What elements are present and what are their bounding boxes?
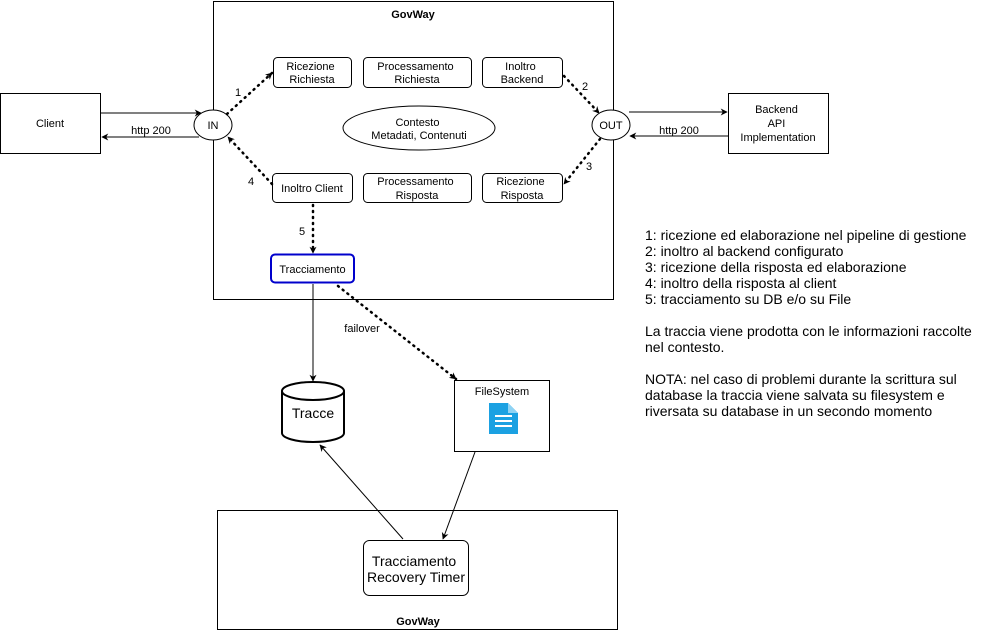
tracciamento-label: Tracciamento	[279, 264, 345, 276]
govway-top-title: GovWay	[391, 9, 435, 21]
ricezione-risposta-label: Ricezione Risposta	[496, 176, 547, 202]
legend-step: 5: tracciamento su DB e/o su File	[645, 291, 852, 307]
arrow-step-4	[226, 135, 274, 186]
ricezione-risposta-line: Ricezione	[496, 176, 544, 188]
processamento-richiesta-line: Richiesta	[394, 74, 440, 86]
recovery-timer-line: Tracciamento	[372, 553, 457, 569]
backend-label-line: API	[768, 118, 786, 130]
recovery-timer-label: Tracciamento Recovery Timer	[367, 553, 465, 585]
backend-label-line: Implementation	[740, 132, 815, 144]
client-box	[0, 93, 101, 154]
recovery-timer-box	[363, 540, 469, 596]
inoltro-client-box	[272, 173, 353, 203]
processamento-richiesta-box	[363, 57, 472, 88]
in-node	[193, 109, 233, 141]
step-1-label: 1	[235, 87, 241, 99]
in-node-label: IN	[208, 120, 219, 132]
processamento-risposta-line: Risposta	[396, 190, 440, 202]
filesystem-label: FileSystem	[475, 386, 529, 398]
contesto-ellipse	[342, 105, 496, 151]
note-failover-line: database la traccia viene salvata su fil…	[645, 387, 945, 403]
arrow-step-1	[225, 71, 274, 116]
processamento-risposta-box	[363, 173, 472, 203]
govway-top-container	[213, 1, 614, 300]
processamento-risposta-line: Processamento	[377, 176, 453, 188]
database-icon	[281, 381, 345, 443]
contesto-line: Contesto	[395, 117, 439, 129]
arrow-failover	[336, 284, 458, 381]
backend-label-line: Backend	[755, 104, 798, 116]
legend-step: 2: inoltro al backend configurato	[645, 243, 844, 259]
recovery-timer-line: Recovery Timer	[367, 569, 465, 585]
step-4-label: 4	[248, 176, 254, 188]
inoltro-backend-label: Inoltro Backend	[501, 61, 544, 86]
arrow-recovery-to-tracce	[319, 444, 404, 540]
processamento-risposta-label: Processamento Risposta	[377, 176, 457, 202]
inoltro-backend-line: Backend	[501, 74, 544, 86]
inoltro-backend-box	[482, 57, 563, 88]
legend-step: 4: inoltro della risposta al client	[645, 275, 837, 291]
inoltro-backend-line: Inoltro	[505, 61, 536, 73]
out-node-label: OUT	[599, 120, 623, 132]
processamento-richiesta-line: Processamento	[377, 61, 453, 73]
contesto-line: Metadati, Contenuti	[371, 130, 466, 142]
processamento-richiesta-label: Processamento Richiesta	[377, 61, 457, 86]
http-200-right: http 200	[659, 125, 699, 137]
note-context-line: nel contesto.	[645, 339, 725, 355]
backend-label: Backend API Implementation	[740, 104, 815, 144]
note-failover-line: riversata su database in un secondo mome…	[645, 403, 933, 419]
contesto-label: Contesto Metadati, Contenuti	[371, 117, 466, 142]
legend-step: 1: ricezione ed elaborazione nel pipelin…	[645, 227, 967, 243]
step-5-label: 5	[299, 226, 305, 238]
legend-step: 3: ricezione della risposta ed elaborazi…	[645, 259, 907, 275]
ricezione-richiesta-line: Ricezione	[286, 61, 334, 73]
note-failover-line: NOTA: nel caso di problemi durante la sc…	[645, 371, 957, 387]
ricezione-risposta-box	[482, 173, 563, 203]
http-200-left: http 200	[131, 125, 171, 137]
arrow-step-2	[562, 74, 601, 115]
tracce-label: Tracce	[292, 405, 334, 421]
arrow-step-3	[562, 137, 602, 186]
ricezione-richiesta-box	[273, 57, 352, 88]
client-label: Client	[36, 118, 64, 130]
note-context-line: La traccia viene prodotta con le informa…	[645, 323, 972, 339]
arrow-filesystem-to-recovery	[441, 451, 476, 540]
legend-notes: 1: ricezione ed elaborazione nel pipelin…	[645, 227, 985, 419]
tracciamento-box	[270, 253, 355, 284]
inoltro-client-label: Inoltro Client	[281, 183, 343, 195]
failover-label: failover	[344, 323, 380, 335]
out-node	[591, 109, 631, 141]
ricezione-risposta-line: Risposta	[501, 190, 545, 202]
backend-box	[728, 93, 829, 154]
ricezione-richiesta-line: Richiesta	[289, 74, 335, 86]
step-2-label: 2	[582, 81, 588, 93]
step-3-label: 3	[586, 161, 592, 173]
ricezione-richiesta-label: Ricezione Richiesta	[286, 61, 337, 86]
govway-bottom-title: GovWay	[396, 616, 440, 628]
file-icon	[489, 403, 518, 434]
